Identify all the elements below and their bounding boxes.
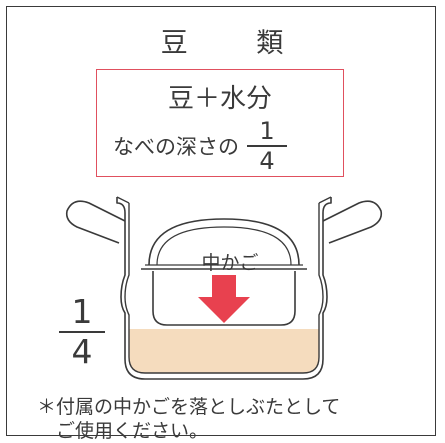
basket-body — [152, 271, 296, 326]
formula-text: 豆＋水分 — [167, 84, 272, 114]
pot-illustration — [65, 196, 383, 380]
basket-dome — [148, 218, 300, 266]
pot-outer-wall — [116, 197, 332, 380]
usage-note: ＊付属の中かごを落としぶたとして ご使用ください。 — [37, 396, 341, 442]
liquid-fraction-bar — [59, 331, 105, 333]
liquid-fraction-numerator: 1 — [71, 292, 93, 331]
depth-fraction-denominator: 4 — [259, 147, 275, 175]
depth-fraction: 1 4 — [247, 119, 287, 173]
pot-inner-wall — [124, 203, 324, 374]
ingredient-box: 豆＋水分 なべの深さの 1 4 — [96, 69, 344, 177]
basket-dome-inner — [156, 226, 292, 266]
depth-row: なべの深さの 1 4 — [113, 119, 287, 173]
diagram-panel: 豆 類 豆＋水分 なべの深さの 1 4 — [6, 6, 436, 442]
basket-label: 中かご — [201, 252, 259, 274]
pot-rim-left — [116, 196, 130, 204]
pot-left-handle — [65, 200, 126, 244]
liquid-fill — [129, 329, 319, 373]
title: 豆 類 — [160, 28, 314, 59]
pot-rim-right — [318, 196, 332, 204]
depth-fraction-bar — [247, 145, 287, 147]
down-arrow — [198, 275, 250, 323]
pot-right-handle — [322, 200, 383, 244]
depth-fraction-numerator: 1 — [259, 117, 275, 145]
liquid-level-fraction: 1 4 — [59, 295, 105, 369]
depth-text: なべの深さの — [113, 135, 239, 159]
liquid-fraction-denominator: 4 — [71, 332, 93, 371]
